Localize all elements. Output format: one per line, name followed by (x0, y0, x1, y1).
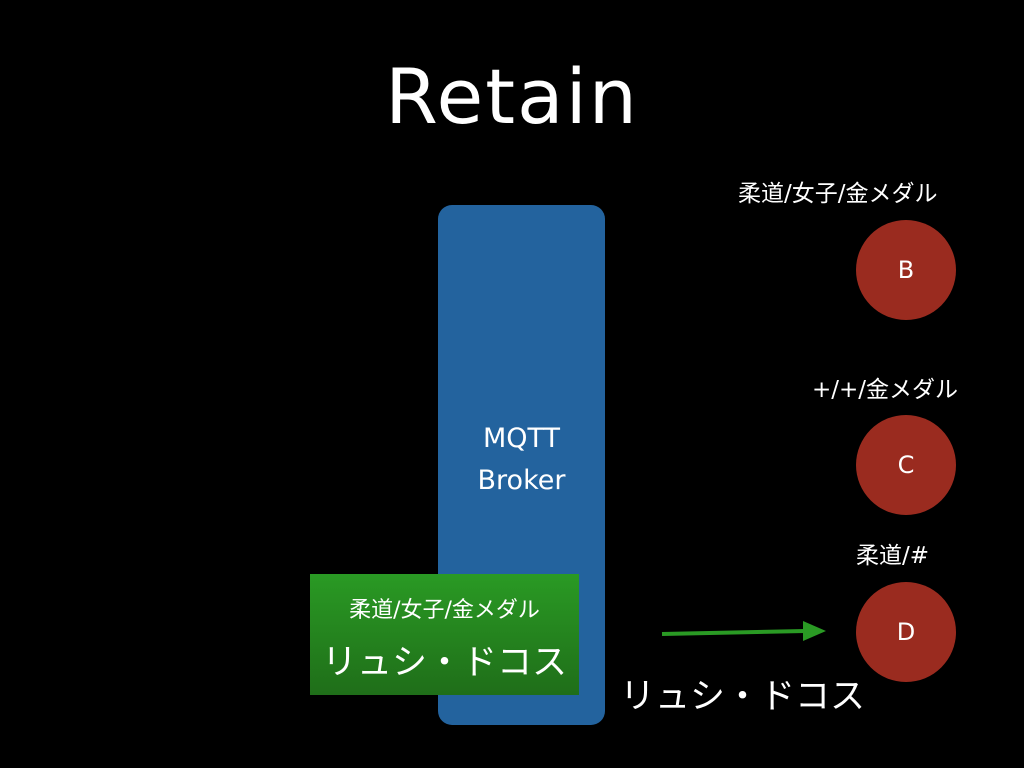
client-c-label: C (897, 451, 915, 479)
client-d-node: D (856, 582, 956, 682)
client-b-node: B (856, 220, 956, 320)
delivered-payload: リュシ・ドコス (620, 677, 866, 717)
retained-message-payload: リュシ・ドコス (321, 643, 567, 683)
retained-message-box (310, 574, 579, 695)
broker-label-line2: Broker (477, 465, 566, 496)
client-d-label: D (896, 618, 916, 646)
subscriber-b-topic: 柔道/女子/金メダル (738, 181, 938, 207)
subscriber-c-topic: +/+/金メダル (812, 377, 959, 403)
subscriber-d-topic: 柔道/# (856, 543, 930, 569)
broker-label: MQTT Broker (438, 418, 605, 502)
retained-message-topic: 柔道/女子/金メダル (349, 598, 540, 623)
client-b-label: B (897, 256, 915, 284)
client-c-node: C (856, 415, 956, 515)
slide-title: Retain (385, 52, 639, 141)
broker-label-line1: MQTT (482, 423, 561, 454)
delivery-arrow-icon (661, 621, 826, 641)
